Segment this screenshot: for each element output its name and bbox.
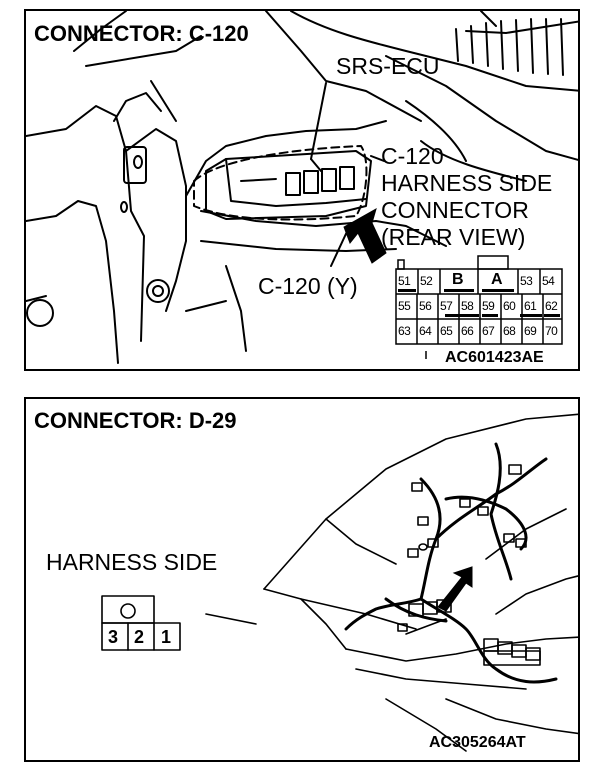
c120-pin-65: 65 — [440, 324, 453, 338]
c120-pin-b: B — [452, 271, 464, 288]
c120-pin-59: 59 — [482, 299, 495, 313]
c120-pin-56: 56 — [419, 299, 432, 313]
d29-title: CONNECTOR: D-29 — [34, 408, 237, 433]
c120-pin-53: 53 — [520, 274, 533, 288]
d29-figure-code: AC305264AT — [429, 734, 526, 751]
c120-pin-70: 70 — [545, 324, 558, 338]
c120-pin-54: 54 — [542, 274, 555, 288]
c120-harness-line-2: HARNESS SIDE — [381, 170, 553, 196]
c120-pin-52: 52 — [420, 274, 433, 288]
c120-pin-51: 51 — [398, 274, 411, 288]
c120-figure-code: AC601423AE — [445, 349, 544, 366]
c120-pin-55: 55 — [398, 299, 411, 313]
srs-ecu-label: SRS-ECU — [336, 53, 440, 79]
c120-pin-67: 67 — [482, 324, 495, 338]
d29-pin-2: 2 — [134, 627, 145, 647]
d29-location-illustration — [101, 413, 578, 752]
c120-connector-tag: C-120 (Y) — [258, 273, 358, 299]
c120-location-illustration — [26, 11, 578, 364]
d29-pin-3: 3 — [108, 627, 119, 647]
c120-pin-62: 62 — [545, 299, 558, 313]
connector-c120-panel: CONNECTOR: C-120 SRS-ECU C-120 HARNESS S… — [24, 9, 580, 371]
c120-pin-61: 61 — [524, 299, 537, 313]
c120-harness-line-1: C-120 — [381, 143, 444, 169]
d29-harness-side-label: HARNESS SIDE — [46, 549, 218, 575]
c120-harness-line-3: CONNECTOR — [381, 197, 529, 223]
d29-pin-1: 1 — [161, 627, 172, 647]
c120-pin-63: 63 — [398, 324, 411, 338]
c120-pin-a: A — [491, 271, 503, 288]
c120-harness-line-4: (REAR VIEW) — [381, 224, 526, 250]
c120-title: CONNECTOR: C-120 — [34, 21, 249, 46]
c120-pin-60: 60 — [503, 299, 516, 313]
connector-d29-panel: CONNECTOR: D-29 HARNESS SIDE 3 2 1 AC305… — [24, 397, 580, 762]
c120-pin-57: 57 — [440, 299, 453, 313]
c120-pin-58: 58 — [461, 299, 474, 313]
c120-pin-66: 66 — [461, 324, 474, 338]
c120-pin-69: 69 — [524, 324, 537, 338]
c120-pin-64: 64 — [419, 324, 432, 338]
c120-pin-68: 68 — [503, 324, 516, 338]
